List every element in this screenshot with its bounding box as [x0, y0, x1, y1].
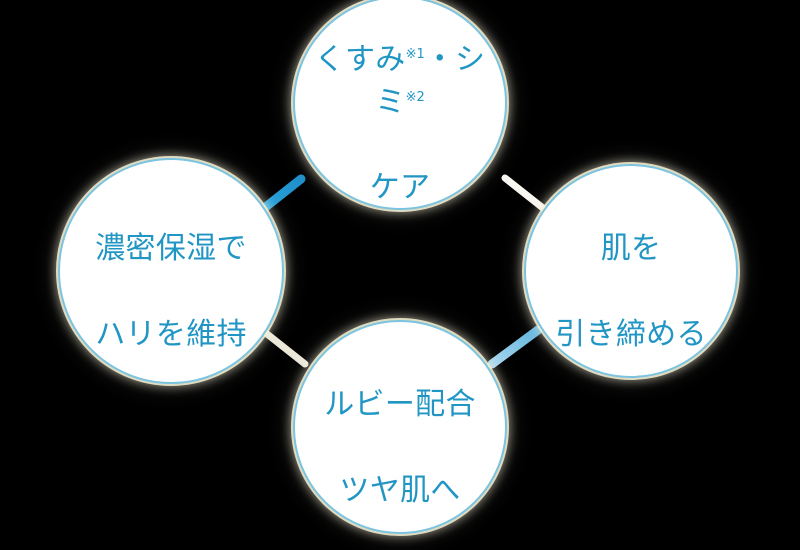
- benefit-circle-bottom-label: ルビー配合 ツヤ肌へ: [314, 342, 486, 512]
- benefit-top-text-line2: ケア: [369, 169, 431, 205]
- benefit-circle-noumitsu-hoshitsu[interactable]: 濃密保湿で ハリを維持: [58, 158, 284, 384]
- benefit-circle-hada-hikishimeru[interactable]: 肌を 引き締める: [524, 164, 738, 378]
- benefit-top-footnote-2: ※2: [405, 89, 425, 105]
- connector-left-bottom: [258, 326, 309, 368]
- benefit-circle-kusumi-shimi-care[interactable]: くすみ※1・シミ※2 ケア: [293, 0, 507, 210]
- benefit-circle-right-label: 肌を 引き締める: [545, 186, 717, 356]
- benefit-bottom-text-line2: ツヤ肌へ: [339, 472, 461, 508]
- benefit-left-text-line2: ハリを維持: [95, 316, 247, 352]
- connector-top-left: [253, 174, 306, 218]
- benefit-right-text-line1: 肌を: [600, 231, 662, 267]
- benefit-top-text-pre: くすみ: [314, 42, 406, 78]
- benefit-circle-left-label: 濃密保湿で ハリを維持: [85, 186, 257, 356]
- benefit-right-text-line2: 引き締める: [555, 316, 707, 352]
- connector-bottom-right: [487, 325, 543, 369]
- benefit-circle-top-label: くすみ※1・シミ※2 ケア: [295, 0, 505, 209]
- benefit-left-text-line1: 濃密保湿で: [95, 231, 247, 267]
- benefit-circle-ruby-haigou[interactable]: ルビー配合 ツヤ肌へ: [293, 320, 507, 534]
- benefit-top-text-mid: ・シミ: [375, 42, 486, 120]
- connector-top-right: [501, 174, 552, 216]
- benefit-top-footnote-1: ※1: [405, 47, 425, 63]
- benefit-bottom-text-line1: ルビー配合: [324, 387, 476, 423]
